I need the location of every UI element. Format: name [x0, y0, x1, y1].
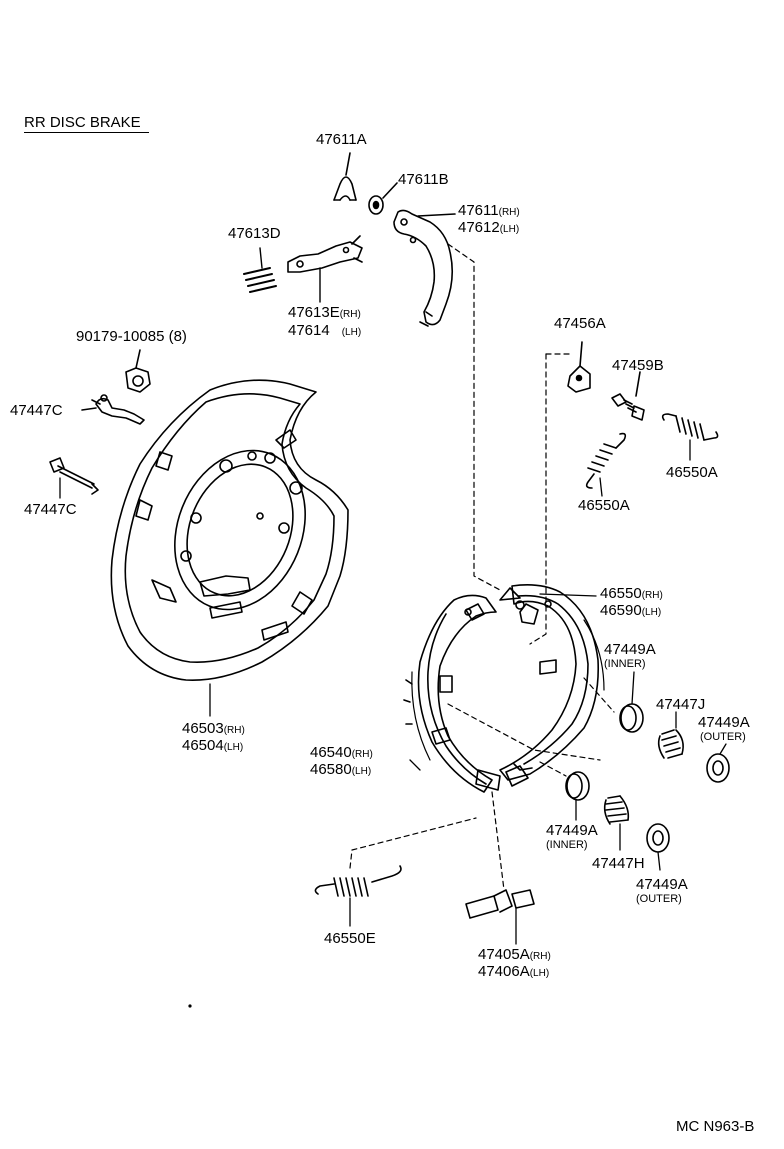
label-46540: 46540(RH) — [310, 744, 373, 761]
label-47447C-top: 47447C — [10, 402, 63, 419]
stray-dot — [188, 1004, 192, 1008]
diagram-title: RR DISC BRAKE — [24, 114, 149, 133]
label-47447J: 47447J — [656, 696, 706, 713]
label-47449A-outer-2-note: (OUTER) — [636, 893, 682, 905]
label-47449A-outer-1: 47449A — [698, 714, 750, 731]
label-90179-10085: 90179-10085 (8) — [76, 328, 187, 345]
spring-47447J-drawing — [657, 711, 684, 759]
label-47456A: 47456A — [554, 315, 606, 332]
spring-46550A-right-drawing — [661, 413, 719, 461]
label-47611B: 47611B — [398, 171, 449, 188]
brake-shoes-drawing — [403, 584, 605, 793]
backing-plate-46503-drawing — [110, 379, 349, 717]
label-47447C-lower: 47447C — [24, 501, 77, 518]
cap-47449A-outer-1-drawing — [706, 743, 730, 783]
label-47613E: 47613E(RH) — [288, 304, 361, 321]
label-46550E: 46550E — [324, 930, 376, 947]
label-46504: 46504(LH) — [182, 737, 244, 754]
cap-47449A-inner-1-drawing — [619, 671, 644, 733]
label-46580: 46580(LH) — [310, 761, 372, 778]
spring-46550E-drawing — [314, 865, 402, 927]
label-47614: 47614(LH) — [288, 322, 362, 339]
washer-47611B-drawing — [368, 182, 398, 215]
label-47612: 47612(LH) — [458, 219, 520, 236]
clip-47611A-drawing — [333, 152, 357, 201]
parking-lever-47611-drawing — [393, 209, 456, 327]
label-46590: 46590(LH) — [600, 602, 662, 619]
label-46503: 46503(RH) — [182, 720, 245, 737]
label-47449A-inner-1: 47449A — [604, 641, 656, 658]
strut-47613E-drawing — [287, 235, 363, 303]
label-47449A-outer-2: 47449A — [636, 876, 688, 893]
cap-47449A-inner-2-drawing — [565, 771, 590, 821]
label-47447H: 47447H — [592, 855, 645, 872]
cap-47449A-outer-2-drawing — [646, 823, 670, 871]
bolt-47459B-drawing — [611, 371, 645, 421]
label-47405A: 47405A(RH) — [478, 946, 551, 963]
assembly-lines — [349, 243, 615, 891]
label-47449A-inner-2-note: (INNER) — [546, 839, 588, 851]
label-47611: 47611(RH) — [458, 202, 520, 219]
plate-47456A-drawing — [567, 341, 591, 393]
pin-47447C-lower-drawing — [49, 457, 99, 499]
diagram-code: MC N963-B — [676, 1118, 755, 1135]
spring-46550A-center-drawing — [585, 432, 627, 497]
anchor-pin-47405A-drawing — [465, 889, 535, 945]
label-46550A-center: 46550A — [578, 497, 630, 514]
label-47449A-outer-1-note: (OUTER) — [700, 731, 746, 743]
pins-47613D-drawing — [243, 247, 277, 293]
spring-clip-47447C-top-drawing — [81, 394, 145, 425]
nut-90179-drawing — [125, 349, 151, 393]
label-47406A: 47406A(LH) — [478, 963, 550, 980]
label-47449A-inner-1-note: (INNER) — [604, 658, 646, 670]
label-47611A: 47611A — [316, 131, 367, 148]
label-47449A-inner-2: 47449A — [546, 822, 598, 839]
spring-47447H-drawing — [603, 795, 630, 851]
label-46550: 46550(RH) — [600, 585, 663, 602]
label-46550A-right: 46550A — [666, 464, 718, 481]
label-47613D: 47613D — [228, 225, 281, 242]
label-47459B: 47459B — [612, 357, 664, 374]
